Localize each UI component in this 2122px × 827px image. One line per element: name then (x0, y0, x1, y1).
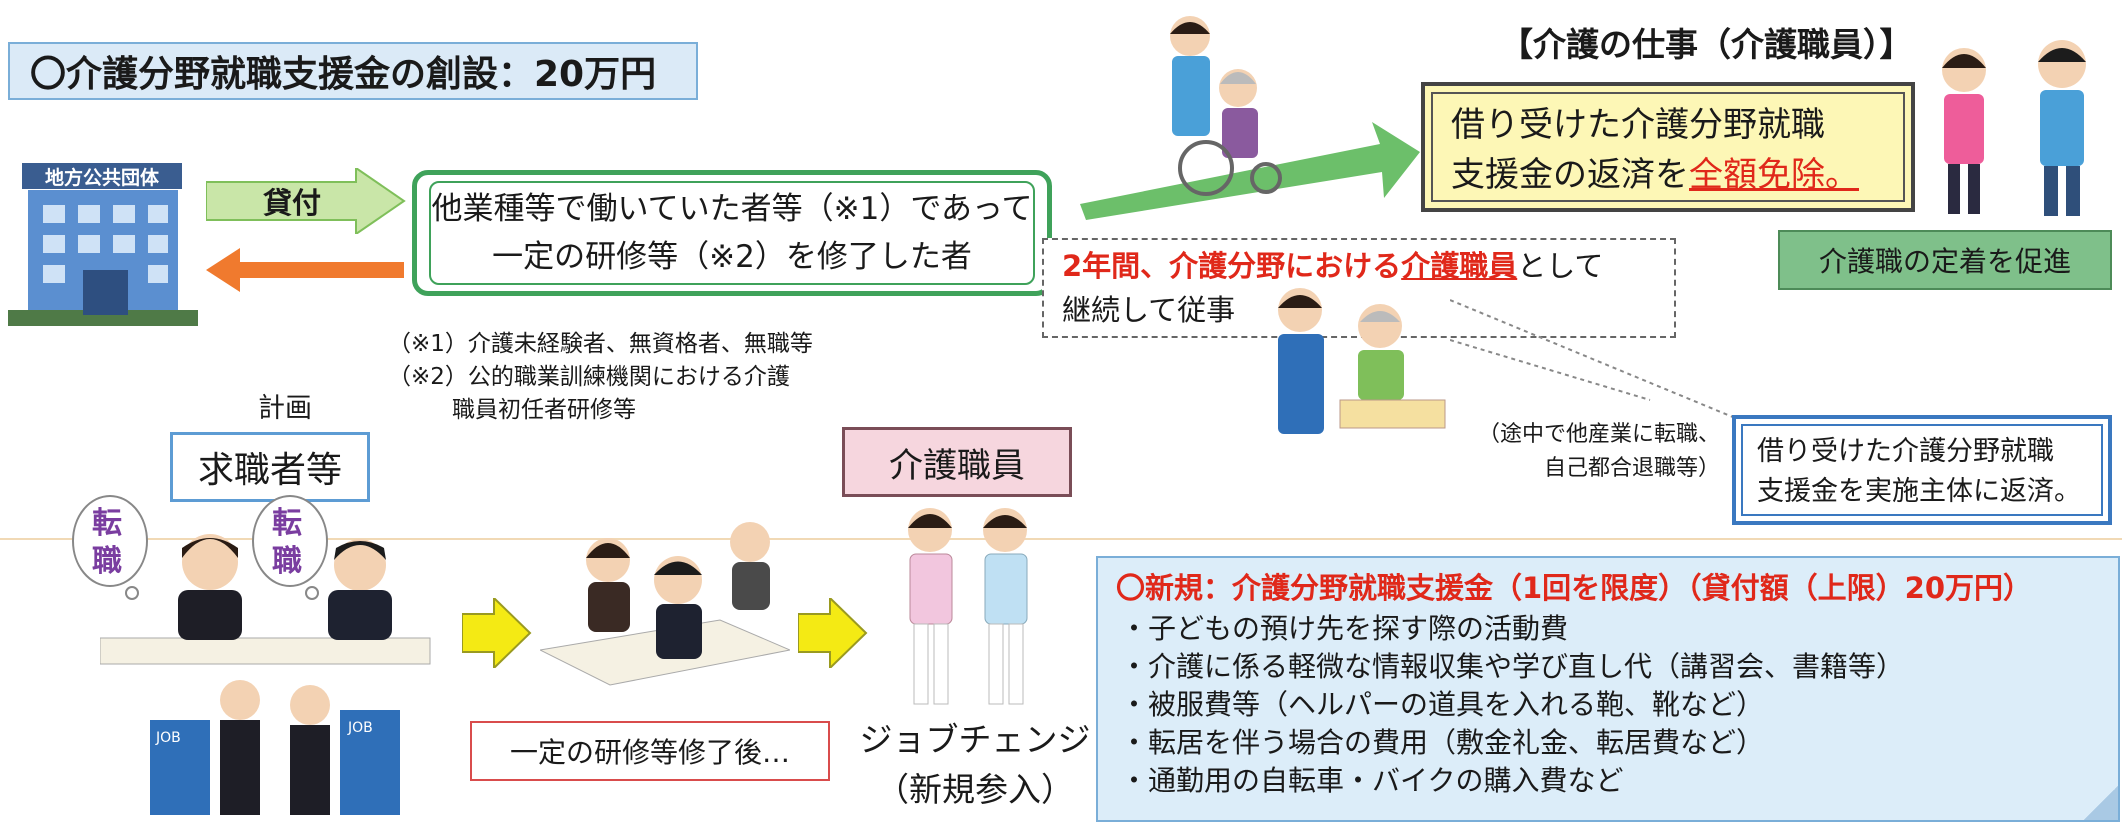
new-program-box: 〇新規：介護分野就職支援金（1回を限度）（貸付額（上限）20万円） ・子どもの預… (1096, 556, 2120, 822)
meal-care-illustration-icon (1278, 288, 1446, 434)
green-progress-arrow (1080, 122, 1420, 220)
return-arrow (206, 248, 404, 292)
section-divider (0, 538, 2122, 540)
new-program-item: ・介護に係る軽微な情報収集や学び直し代（講習会、書籍等） (1120, 650, 1905, 683)
applicant-line-2: 一定の研修等（※2）を修了した者 (492, 239, 972, 275)
new-program-heading: 〇新規：介護分野就職支援金（1回を限度）（貸付額（上限）20万円） (1116, 571, 2033, 605)
new-program-item: ・転居を伴う場合の費用（敷金礼金、転居費など） (1120, 726, 1765, 759)
bubble-text-1: 転職 (92, 506, 122, 579)
thought-bubble-icon (252, 495, 328, 600)
work-section-title: 【介護の仕事（介護職員）】 (1500, 25, 1913, 64)
continue-line-2: 継続して従事 (1062, 293, 1236, 327)
bubble-text-2: 転職 (272, 506, 302, 579)
continue-as: として (1517, 249, 1604, 283)
continue-line-1: 2年間、介護分野における介護職員として (1062, 244, 1656, 288)
midway-line-1: （途中で他産業に転職、 (1477, 422, 1720, 447)
loan-label: 貸付 (262, 186, 321, 220)
training-class-illustration-icon (540, 522, 790, 686)
wheelchair-care-illustration-icon (1170, 16, 1282, 196)
svg-text:JOB: JOB (347, 720, 373, 736)
happy-workers-illustration-icon (1942, 40, 2086, 216)
job-seeker-label: 求職者等 (170, 432, 370, 502)
page-title: 〇介護分野就職支援金の創設：20万円 (8, 42, 698, 100)
page-fold-corner (2084, 786, 2118, 820)
job-change-line-2: （新規参入） (876, 770, 1074, 809)
waiver-box: 借り受けた介護分野就職 支援金の返済を全額免除。 (1421, 82, 1915, 212)
dotted-connector (1450, 299, 1741, 421)
yellow-arrow (798, 598, 868, 668)
new-program-item: ・子どもの預け先を探す際の活動費 (1120, 612, 1569, 645)
job-change-line-1: ジョブチェンジ (859, 720, 1091, 759)
job-hunting-illustration-icon: JOB JOB (150, 680, 400, 815)
thought-bubble-icon (72, 495, 148, 600)
applicant-box: 他業種等で働いていた者等（※1）であって 一定の研修等（※2）を修了した者 (412, 170, 1052, 296)
repay-box: 借り受けた介護分野就職 支援金を実施主体に返済。 (1732, 415, 2112, 525)
caregiver-banner: 介護職員 (842, 427, 1072, 497)
continue-caregiver: 介護職員 (1401, 249, 1518, 283)
waiver-full-exemption: 全額免除。 (1689, 155, 1859, 195)
note-2-cont: 職員初任者研修等 (452, 397, 636, 423)
yellow-arrow (462, 598, 532, 668)
new-program-item: ・被服費等（ヘルパーの道具を入れる鞄、靴など） (1120, 688, 1765, 721)
repay-line-2: 支援金を実施主体に返済。 (1757, 476, 2081, 507)
note-1: （※1）介護未経験者、無資格者、無職等 (388, 331, 813, 357)
after-training-label: 一定の研修等修了後… (470, 721, 830, 781)
government-label: 地方公共団体 (22, 163, 182, 189)
continue-two-years: 2年間、介護分野における (1062, 249, 1402, 283)
midway-line-2: 自己都合退職等） (1543, 456, 1720, 481)
plan-label: 計画 (258, 393, 312, 424)
waiver-line-2a: 支援金の返済を (1451, 155, 1689, 195)
promote-retention-label: 介護職の定着を促進 (1778, 230, 2112, 290)
new-program-item: ・通勤用の自転車・バイクの購入費など (1120, 764, 1624, 797)
applicant-line-1: 他業種等で働いていた者等（※1）であって (431, 191, 1033, 227)
repay-line-1: 借り受けた介護分野就職 (1757, 436, 2054, 467)
job-change-label: ジョブチェンジ （新規参入） (850, 715, 1100, 815)
svg-text:JOB: JOB (155, 730, 181, 746)
waiver-line-1: 借り受けた介護分野就職 (1451, 105, 1825, 145)
loan-arrow (206, 168, 406, 234)
caregivers-illustration-icon (908, 508, 1028, 705)
note-2: （※2）公的職業訓練機関における介護 (388, 364, 790, 390)
job-seekers-illustration-icon (100, 534, 431, 665)
midway-quit-note: （途中で他産業に転職、 自己都合退職等） (1460, 418, 1720, 486)
waiver-line-2: 支援金の返済を全額免除。 (1451, 150, 1885, 200)
office-building-icon (8, 190, 198, 326)
